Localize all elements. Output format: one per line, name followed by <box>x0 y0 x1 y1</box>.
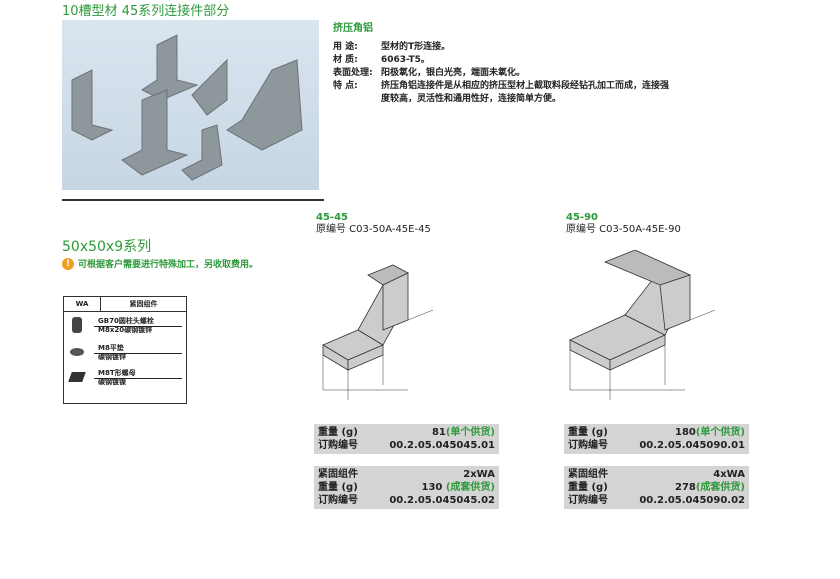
single-info-45-90: 重量 (g) 180(单个供货) 订购编号 00.2.05.045090.01 <box>564 424 749 454</box>
product-header: 45-45 原编号 C03-50A-45E-45 <box>316 212 431 236</box>
drawing-45-90 <box>569 250 716 400</box>
fastener-label: 紧固组件 <box>568 469 608 480</box>
spec-value: 型材的T形连接。 <box>381 42 451 52</box>
spec-key: 用 途: <box>333 42 358 52</box>
note: ! 可根据客户需要进行特殊加工，另收取费用。 <box>62 257 258 270</box>
weight-value: 130 <box>421 482 446 493</box>
fastener-value: 4xWA <box>713 469 745 480</box>
spec-value: 挤压角铝连接件是从相应的挤压型材上截取料段经钻孔加工而成，连接强度较高，灵活性和… <box>381 81 670 104</box>
divider <box>62 199 324 201</box>
note-text: 可根据客户需要进行特殊加工，另收取费用。 <box>78 260 259 270</box>
product-header: 45-90 原编号 C03-50A-45E-90 <box>566 212 681 236</box>
spec-key: 特 点: <box>333 81 358 91</box>
wa-item: M8平垫 <box>98 344 124 352</box>
drawing-45-45 <box>322 264 434 400</box>
single-info-45-45: 重量 (g) 81(单个供货) 订购编号 00.2.05.045045.01 <box>314 424 499 454</box>
order-number: 00.2.05.045090.01 <box>639 440 745 451</box>
supply-note: (成套供货) <box>695 482 745 493</box>
order-number: 00.2.05.045090.02 <box>639 495 745 506</box>
product-name: 45-90 <box>566 212 598 223</box>
weight-label: 重量 (g) <box>318 482 358 493</box>
spec-value: 6063-T5。 <box>381 55 430 65</box>
order-label: 订购编号 <box>318 495 358 506</box>
weight-value: 81 <box>431 427 446 438</box>
wa-item: M8x20碳钢镀锌 <box>98 326 153 334</box>
wa-item: M8T形螺母 <box>98 369 136 377</box>
wa-item: 碳钢镀锌 <box>98 353 126 361</box>
wa-item: 碳钢镀镍 <box>98 378 126 386</box>
spec-heading: 挤压角铝 <box>333 23 373 34</box>
supply-note: (单个供货) <box>445 427 495 438</box>
weight-label: 重量 (g) <box>318 427 358 438</box>
set-info-45-90: 紧固组件 4xWA 重量 (g) 278(成套供货) 订购编号 00.2.05.045… <box>564 466 749 509</box>
wa-item: GB70圆柱头螺栓 <box>98 317 154 325</box>
spec-key: 表面处理: <box>333 68 373 78</box>
supply-note: (成套供货) <box>445 482 495 493</box>
t-nut-icon <box>68 372 86 382</box>
weight-label: 重量 (g) <box>568 427 608 438</box>
spec-key: 材 质: <box>333 55 358 65</box>
page-title: 10槽型材 45系列连接件部分 <box>62 4 230 19</box>
spec-block: 挤压角铝 用 途: 型材的T形连接。 材 质: 6063-T5。 表面处理: 阳极氧化… <box>333 22 671 106</box>
washer-icon <box>70 348 84 356</box>
product-code: 原编号 C03-50A-45E-90 <box>566 224 681 235</box>
series-title: 50x50x9系列 <box>62 239 152 255</box>
product-code: 原编号 C03-50A-45E-45 <box>316 224 431 235</box>
bolt-icon <box>72 317 82 333</box>
weight-value: 278 <box>674 482 696 493</box>
fastener-label: 紧固组件 <box>318 469 358 480</box>
spec-value: 阳极氧化，银白光亮，端面未氧化。 <box>381 68 526 78</box>
warning-icon: ! <box>62 257 74 270</box>
supply-note: (单个供货) <box>695 427 745 438</box>
order-label: 订购编号 <box>568 440 608 451</box>
order-number: 00.2.05.045045.01 <box>389 440 495 451</box>
weight-value: 180 <box>674 427 696 438</box>
fastener-value: 2xWA <box>463 469 495 480</box>
wa-header: WA <box>64 297 101 311</box>
weight-label: 重量 (g) <box>568 482 608 493</box>
order-label: 订购编号 <box>568 495 608 506</box>
wa-header: 紧固组件 <box>129 300 158 308</box>
order-label: 订购编号 <box>318 440 358 451</box>
set-info-45-45: 紧固组件 2xWA 重量 (g) 130 (成套供货) 订购编号 00.2.05.04… <box>314 466 499 509</box>
order-number: 00.2.05.045045.02 <box>389 495 495 506</box>
product-photo <box>62 20 319 190</box>
product-name: 45-45 <box>316 212 348 223</box>
